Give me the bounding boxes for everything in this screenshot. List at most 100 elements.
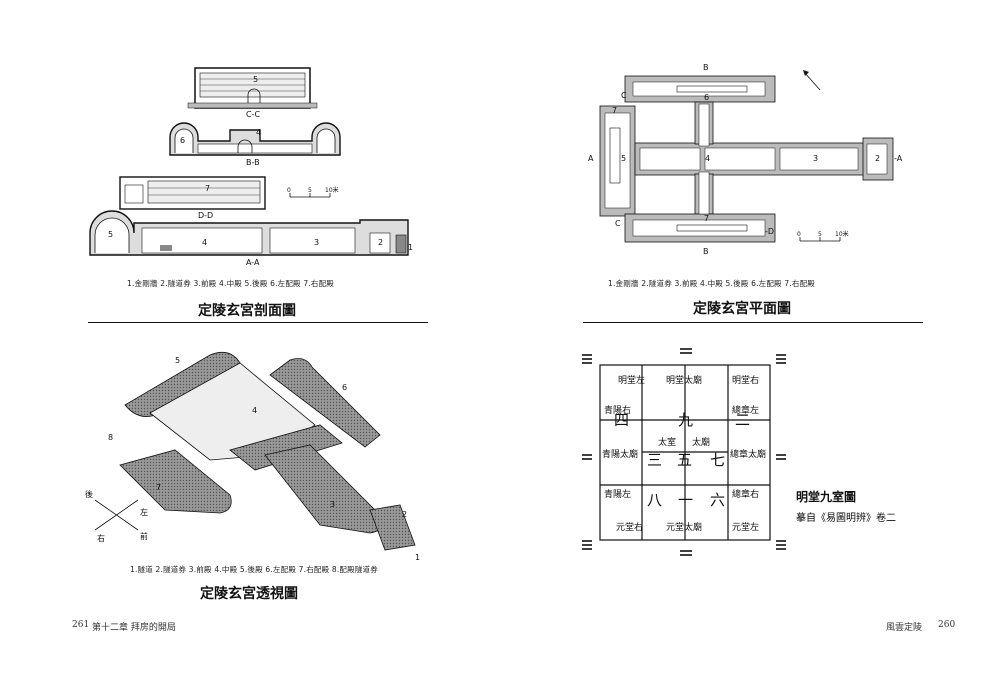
section-room-7-dd: 7 — [205, 184, 210, 193]
section-room-4-bb: 4 — [256, 128, 261, 137]
footer-right-page-number: 260 — [938, 620, 956, 630]
cell-mid-left: 青陽太廟 — [602, 448, 638, 460]
section-room-2-aa: 2 — [378, 238, 383, 247]
cell-bot-left: 元堂右 — [616, 521, 643, 533]
perspective-room-6: 6 — [342, 383, 347, 392]
section-room-5-aa: 5 — [108, 230, 113, 239]
perspective-room-5: 5 — [175, 356, 180, 365]
perspective-room-4: 4 — [252, 406, 257, 415]
perspective-room-1: 1 — [415, 553, 420, 562]
plan-divider — [583, 322, 923, 323]
plan-room-7-left: 7 — [612, 106, 617, 115]
section-scale-bar — [289, 193, 331, 198]
mingtang-number-2: 二 — [735, 411, 750, 429]
mingtang-number-7: 七 — [710, 451, 725, 469]
plan-label-b-top: B — [703, 63, 709, 72]
cell-bot-mid: 元堂太廟 — [666, 521, 702, 533]
perspective-drawing-svg: 5 4 6 8 7 3 2 1 後 左 右 前 — [85, 351, 420, 562]
mingtang-number-4: 四 — [614, 411, 629, 429]
compass-right: 右 — [97, 533, 105, 543]
plan-interiors — [604, 81, 888, 237]
section-room-3-aa: 3 — [314, 238, 319, 247]
mingtang-number-5: 五 — [677, 451, 692, 469]
mingtang-number-1: 一 — [678, 491, 693, 509]
plan-room-7: 7 — [704, 214, 709, 223]
perspective-room-3: 3 — [330, 500, 335, 509]
section-bb — [169, 122, 341, 156]
section-cc — [187, 67, 318, 109]
plan-label-a-left: A — [588, 154, 594, 163]
mingtang-trigrams — [582, 348, 786, 556]
mingtang-number-3: 三 — [647, 451, 662, 469]
perspective-title: 定陵玄宮透視圖 — [200, 586, 298, 602]
plan-drawing: 0 5 10米 B C A -A C -D B 6 7 5 4 3 2 7 — [585, 58, 925, 258]
footer-right-title: 風雲定陵 — [886, 623, 923, 633]
section-label-bb: B-B — [246, 158, 260, 167]
plan-caption: 1.金剛牆 2.隧道券 3.前殿 4.中殿 5.後殿 6.左配殿 7.右配殿 — [608, 279, 815, 288]
plan-label-c-top: C — [621, 91, 627, 100]
perspective-caption: 1.隧道 2.隧道券 3.前殿 4.中殿 5.後殿 6.左配殿 7.右配殿 8.… — [130, 565, 378, 574]
plan-room-4: 4 — [705, 154, 710, 163]
mingtang-number-6: 六 — [710, 491, 725, 509]
perspective-room-2: 2 — [402, 510, 407, 519]
section-caption: 1.金剛牆 2.隧道券 3.前殿 4.中殿 5.後殿 6.左配殿 7.右配殿 — [127, 279, 334, 288]
plan-inner-rects — [609, 85, 748, 232]
plan-label-a-right: -A — [894, 154, 903, 163]
mingtang-subtitle: 摹自《易圖明辨》卷二 — [796, 513, 896, 524]
section-aa — [89, 210, 409, 256]
footer-left-chapter: 第十二章 拜房的開局 — [92, 623, 176, 633]
section-scale-zero: 0 — [287, 187, 291, 194]
section-room-4-aa: 4 — [202, 238, 207, 247]
plan-title: 定陵玄宮平面圖 — [693, 301, 791, 317]
mingtang-number-8: 八 — [647, 491, 662, 509]
plan-scale-five: 5 — [818, 231, 822, 238]
cell-top-mid: 明堂太廟 — [666, 374, 702, 386]
cell-lower-right: 總章右 — [732, 488, 759, 500]
section-drawing-svg: 5 C-C 4 6 B-B 7 D-D 0 — [89, 67, 413, 267]
section-divider — [88, 322, 428, 323]
compass-front: 前 — [140, 531, 148, 541]
plan-scale-zero: 0 — [797, 231, 801, 238]
cell-lower-left: 青陽左 — [604, 488, 631, 500]
perspective-room-7: 7 — [156, 483, 161, 492]
mingtang-diagram: 四 九 二 三 五 七 八 一 六 明堂左 明堂太廟 明堂右 青陽右 總章左 青… — [580, 345, 790, 560]
section-label-cc: C-C — [246, 110, 260, 119]
plan-scale-bar — [799, 237, 841, 242]
cell-top-right: 明堂右 — [732, 374, 759, 386]
plan-scale-ten: 10米 — [835, 230, 849, 238]
section-room-5-cc: 5 — [253, 75, 258, 84]
plan-label-d-right: -D — [765, 227, 774, 236]
perspective-compass — [94, 499, 139, 531]
section-label-dd: D-D — [198, 211, 213, 220]
perspective-drawing: 5 4 6 8 7 3 2 1 後 左 右 前 — [80, 335, 430, 565]
plan-north-arrow — [803, 70, 821, 91]
section-scale-ten: 10米 — [325, 186, 339, 194]
footer-left-page-number: 261 — [72, 620, 90, 630]
plan-room-6: 6 — [704, 93, 709, 102]
section-label-aa: A-A — [246, 258, 260, 267]
plan-room-3: 3 — [813, 154, 818, 163]
section-dd — [119, 176, 266, 210]
cell-upper-right: 總章左 — [732, 404, 759, 416]
cell-center-b: 太廟 — [692, 436, 710, 448]
cell-mid-right: 總章太廟 — [730, 448, 766, 460]
compass-back: 後 — [85, 489, 93, 499]
cell-top-left: 明堂左 — [618, 374, 645, 386]
mingtang-grid — [599, 364, 771, 541]
plan-room-2: 2 — [875, 154, 880, 163]
section-drawing: 5 C-C 4 6 B-B 7 D-D 0 — [80, 55, 430, 295]
section-room-1-aa: 1 — [408, 243, 413, 252]
mingtang-svg: 四 九 二 三 五 七 八 一 六 明堂左 明堂太廟 明堂右 青陽右 總章左 青… — [582, 348, 786, 556]
section-room-6-bb: 6 — [180, 136, 185, 145]
plan-label-c-bottom: C — [615, 219, 621, 228]
cell-upper-left: 青陽右 — [604, 404, 631, 416]
cell-center-a: 太室 — [658, 436, 676, 448]
plan-room-5: 5 — [621, 154, 626, 163]
section-scale-five: 5 — [308, 187, 312, 194]
plan-label-b-bottom: B — [703, 247, 709, 256]
cell-bot-right: 元堂左 — [732, 521, 759, 533]
mingtang-number-9: 九 — [678, 411, 693, 429]
perspective-room-8: 8 — [108, 433, 113, 442]
perspective-vaults — [119, 351, 416, 551]
section-title: 定陵玄宮剖面圖 — [198, 303, 296, 319]
